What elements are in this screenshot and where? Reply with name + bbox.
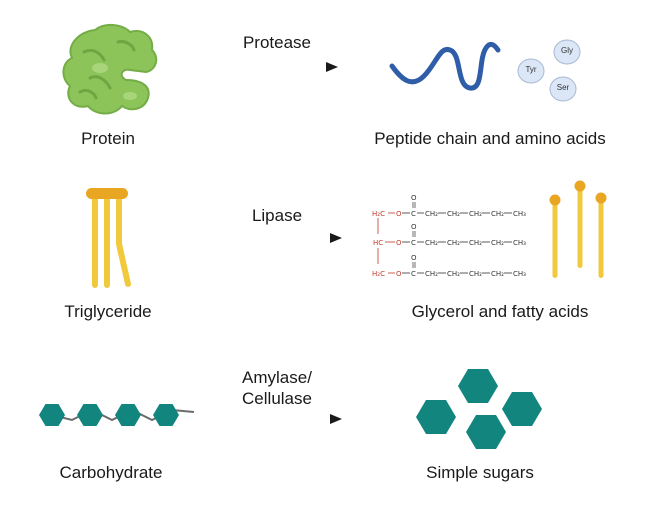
chain-top-2: CH₂ bbox=[447, 210, 460, 218]
amino-acid-tyr-label: Tyr bbox=[525, 65, 537, 74]
chain-top-1: CH₂ bbox=[425, 210, 438, 218]
amino-acid-ser-label: Ser bbox=[556, 83, 570, 92]
carbonyl-c-bot: C bbox=[411, 270, 416, 278]
fatty-acid-icon bbox=[574, 180, 586, 268]
peptide-chain-icon bbox=[389, 41, 501, 91]
chain-bot-2: CH₂ bbox=[447, 270, 460, 278]
glycerol-bot: H₂C bbox=[372, 270, 385, 278]
triglyceride-formula: H₂C O C O CH₂ CH₂ CH₂ CH₂ CH₃ HC O C O C… bbox=[372, 194, 526, 278]
amino-acid-gly-icon bbox=[553, 39, 581, 65]
chain-top-5: CH₃ bbox=[513, 210, 526, 218]
carbohydrate-label: Carbohydrate bbox=[59, 463, 163, 482]
fatty-acid-icon bbox=[595, 192, 607, 278]
carbonyl-o-mid: O bbox=[411, 223, 417, 231]
cellulase-label: Cellulase bbox=[242, 389, 312, 408]
amylase-label: Amylase/ bbox=[242, 368, 312, 387]
amino-acid-gly-label: Gly bbox=[561, 46, 573, 55]
chain-top-3: CH₂ bbox=[469, 210, 482, 218]
triglyceride-icon bbox=[86, 188, 131, 288]
arrow-icon bbox=[210, 62, 338, 72]
carbonyl-o-bot: O bbox=[411, 254, 417, 262]
arrow-icon bbox=[214, 414, 342, 424]
chain-mid-5: CH₃ bbox=[513, 239, 526, 247]
chain-bot-5: CH₃ bbox=[513, 270, 526, 278]
protein-icon bbox=[62, 24, 158, 115]
amino-acid-tyr-icon bbox=[517, 58, 545, 84]
peptide-product-label: Peptide chain and amino acids bbox=[374, 129, 606, 148]
chain-mid-4: CH₂ bbox=[491, 239, 504, 247]
carbonyl-c-top: C bbox=[411, 210, 416, 218]
arrow-icon bbox=[214, 233, 342, 243]
carbonyl-o-top: O bbox=[411, 194, 417, 202]
ester-o-bot: O bbox=[396, 270, 402, 278]
simple-sugars-label: Simple sugars bbox=[426, 463, 534, 482]
chain-bot-4: CH₂ bbox=[491, 270, 504, 278]
amino-acid-ser-icon bbox=[549, 76, 577, 102]
glycerol-top: H₂C bbox=[372, 210, 385, 218]
carbonyl-c-mid: C bbox=[411, 239, 416, 247]
protein-label: Protein bbox=[81, 129, 135, 148]
ester-o-mid: O bbox=[396, 239, 402, 247]
chain-bot-1: CH₂ bbox=[425, 270, 438, 278]
lipase-label: Lipase bbox=[251, 206, 303, 225]
chain-mid-1: CH₂ bbox=[425, 239, 438, 247]
glycerol-mid: HC bbox=[373, 239, 383, 247]
fatty-acid-icon bbox=[549, 194, 561, 278]
chain-bot-3: CH₂ bbox=[469, 270, 482, 278]
ester-o-top: O bbox=[396, 210, 402, 218]
simple-sugars-icon bbox=[416, 369, 542, 449]
chain-mid-2: CH₂ bbox=[447, 239, 460, 247]
carbohydrate-chain-icon bbox=[39, 404, 195, 426]
chain-mid-3: CH₂ bbox=[469, 239, 482, 247]
triglyceride-label: Triglyceride bbox=[64, 302, 152, 321]
protease-label: Protease bbox=[242, 33, 312, 52]
glycerol-product-label: Glycerol and fatty acids bbox=[411, 302, 589, 321]
chain-top-4: CH₂ bbox=[491, 210, 504, 218]
